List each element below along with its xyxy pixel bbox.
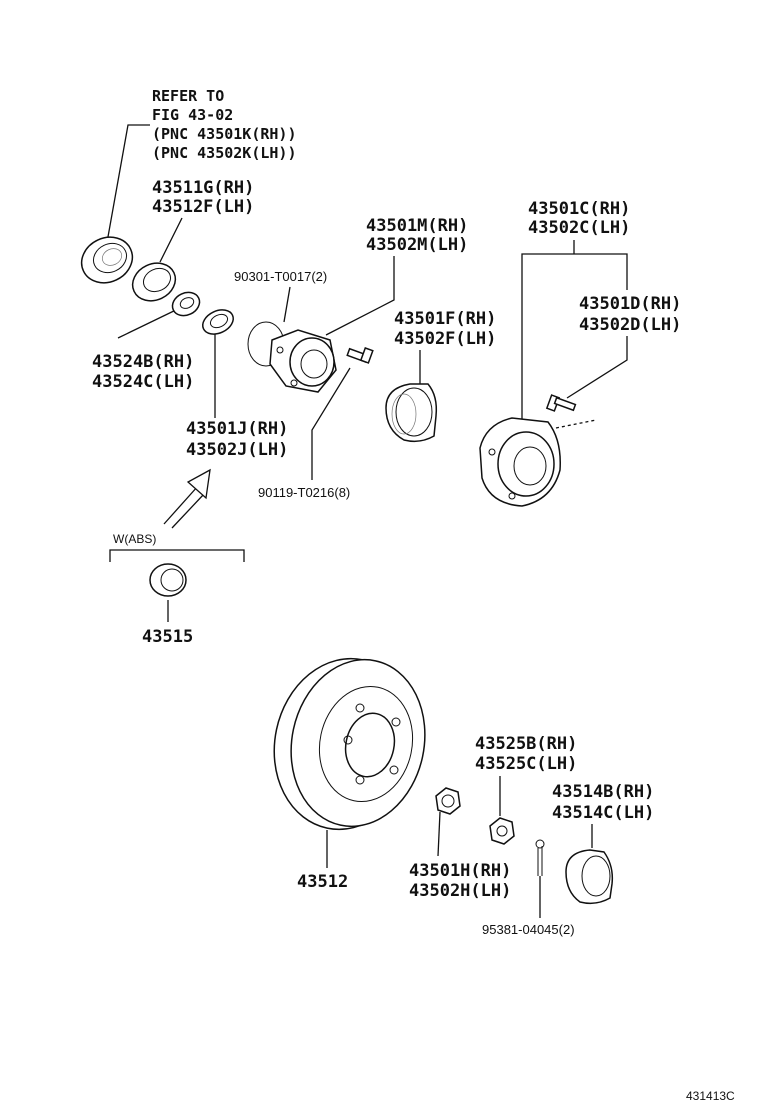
label-43502j[interactable]: 43502J(LH) (186, 440, 288, 460)
grease-cap-part[interactable] (565, 849, 614, 905)
abs-arrow-icon (163, 468, 211, 529)
label-95381[interactable]: 95381-04045(2) (482, 922, 575, 937)
leader-43501m (325, 256, 395, 336)
refer-line-1: REFER TO (152, 87, 224, 105)
figure-code: 431413C (686, 1089, 735, 1103)
refer-line-2: FIG 43-02 (152, 106, 233, 124)
hub-assembly-part[interactable] (269, 329, 337, 393)
label-43502m[interactable]: 43502M(LH) (366, 235, 468, 255)
castle-nut-part[interactable] (489, 817, 515, 845)
label-43512[interactable]: 43512 (297, 872, 348, 892)
leader-43501d (566, 336, 628, 399)
label-43515[interactable]: 43515 (142, 627, 193, 647)
refer-line-3: (PNC 43501K(RH)) (152, 125, 297, 143)
inner-bearing-part[interactable] (385, 383, 438, 443)
label-w-abs: W(ABS) (113, 532, 156, 546)
refer-note: REFER TO FIG 43-02 (PNC 43501K(RH)) (PNC… (152, 87, 297, 162)
label-43501m[interactable]: 43501M(RH) (366, 216, 468, 236)
axle-hub-part[interactable] (479, 417, 561, 507)
label-43502f[interactable]: 43502F(LH) (394, 329, 496, 349)
leader-43524b (117, 307, 181, 339)
label-43501h[interactable]: 43501H(RH) (409, 861, 511, 881)
leader-43501h (437, 811, 441, 857)
label-43511g[interactable]: 43511G(RH) (152, 178, 254, 198)
label-43524c[interactable]: 43524C(LH) (92, 372, 194, 392)
label-43525b[interactable]: 43525B(RH) (475, 734, 577, 754)
leader-bolt-dashed (555, 419, 597, 429)
leader-90119 (311, 367, 351, 480)
abs-sensor-rotor-part[interactable] (149, 563, 187, 597)
refer-line-4: (PNC 43502K(LH)) (152, 144, 297, 162)
leader-lines (105, 124, 628, 918)
label-43501j[interactable]: 43501J(RH) (186, 419, 288, 439)
brake-disc-part[interactable] (259, 645, 440, 842)
outer-bearing-part[interactable] (74, 229, 140, 291)
label-43514c[interactable]: 43514C(LH) (552, 803, 654, 823)
thrust-washer-part[interactable] (199, 305, 237, 338)
lock-nut-part[interactable] (435, 787, 461, 815)
leader-refer (105, 124, 150, 249)
label-43501c[interactable]: 43501C(RH) (528, 199, 630, 219)
hub-bolt-d-part[interactable] (545, 394, 577, 412)
label-43501d[interactable]: 43501D(RH) (579, 294, 681, 314)
label-90301[interactable]: 90301-T0017(2) (234, 269, 327, 284)
label-43502h[interactable]: 43502H(LH) (409, 881, 511, 901)
abs-bracket (109, 549, 245, 562)
leader-43501c-bracket (521, 253, 628, 426)
leader-90301 (283, 286, 291, 323)
label-43524b[interactable]: 43524B(RH) (92, 352, 194, 372)
leader-43511g (159, 217, 183, 263)
label-43502d[interactable]: 43502D(LH) (579, 315, 681, 335)
label-43514b[interactable]: 43514B(RH) (552, 782, 654, 802)
oil-seal-part[interactable] (126, 256, 181, 307)
washer-part[interactable] (169, 288, 204, 320)
label-43512f[interactable]: 43512F(LH) (152, 197, 254, 217)
hub-bolt-part[interactable] (346, 347, 374, 364)
label-43502c[interactable]: 43502C(LH) (528, 218, 630, 238)
cotter-pin-part[interactable] (535, 839, 545, 876)
label-90119[interactable]: 90119-T0216(8) (258, 485, 350, 500)
label-43501f[interactable]: 43501F(RH) (394, 309, 496, 329)
label-43525c[interactable]: 43525C(LH) (475, 754, 577, 774)
